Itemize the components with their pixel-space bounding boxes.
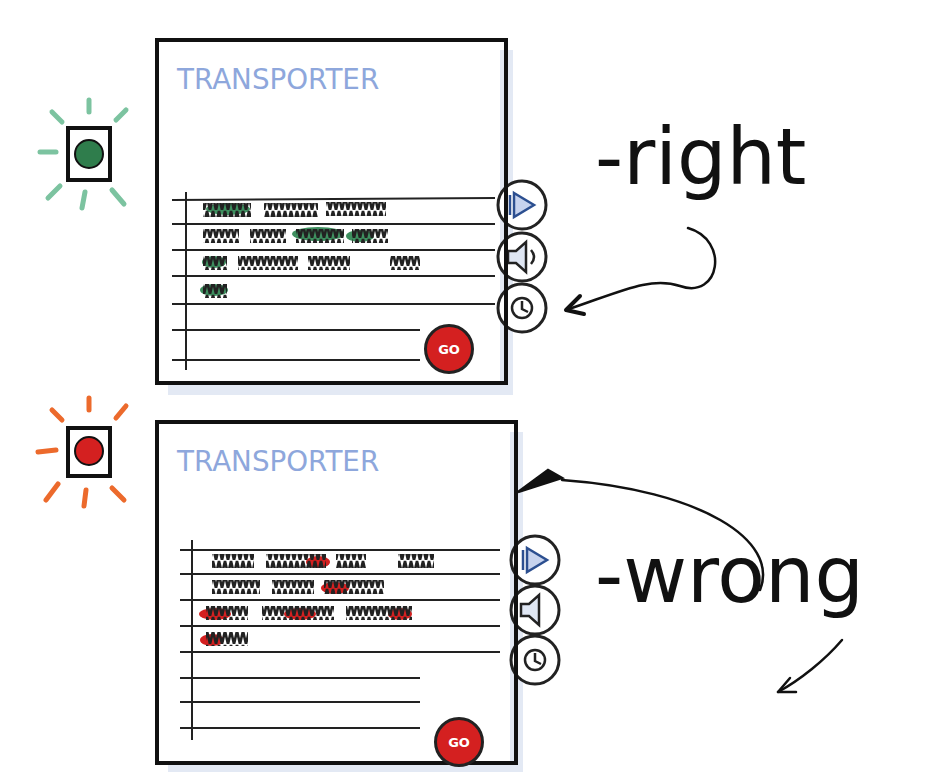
callout-label: -wrong <box>595 530 864 620</box>
text-scribbles <box>200 202 420 298</box>
transporter-device: TRANSPORTER GO <box>155 38 508 385</box>
device-title: TRANSPORTER <box>159 424 514 482</box>
side-buttons <box>511 536 559 684</box>
ruled-lines <box>180 540 500 740</box>
status-light-green <box>40 100 126 208</box>
button-label: GO <box>448 735 470 750</box>
go-button: GO <box>424 324 474 374</box>
status-light-red <box>38 398 126 506</box>
button-icons <box>521 548 547 670</box>
text-scribbles <box>199 554 434 646</box>
button-icons <box>508 193 534 318</box>
go-button: GO <box>434 717 484 767</box>
callout-label: -right <box>595 112 806 202</box>
device-title: TRANSPORTER <box>159 42 504 100</box>
ruled-lines <box>172 192 495 370</box>
button-label: GO <box>438 342 460 357</box>
leader-lines <box>518 228 842 692</box>
transporter-device: TRANSPORTER GO <box>155 420 518 765</box>
